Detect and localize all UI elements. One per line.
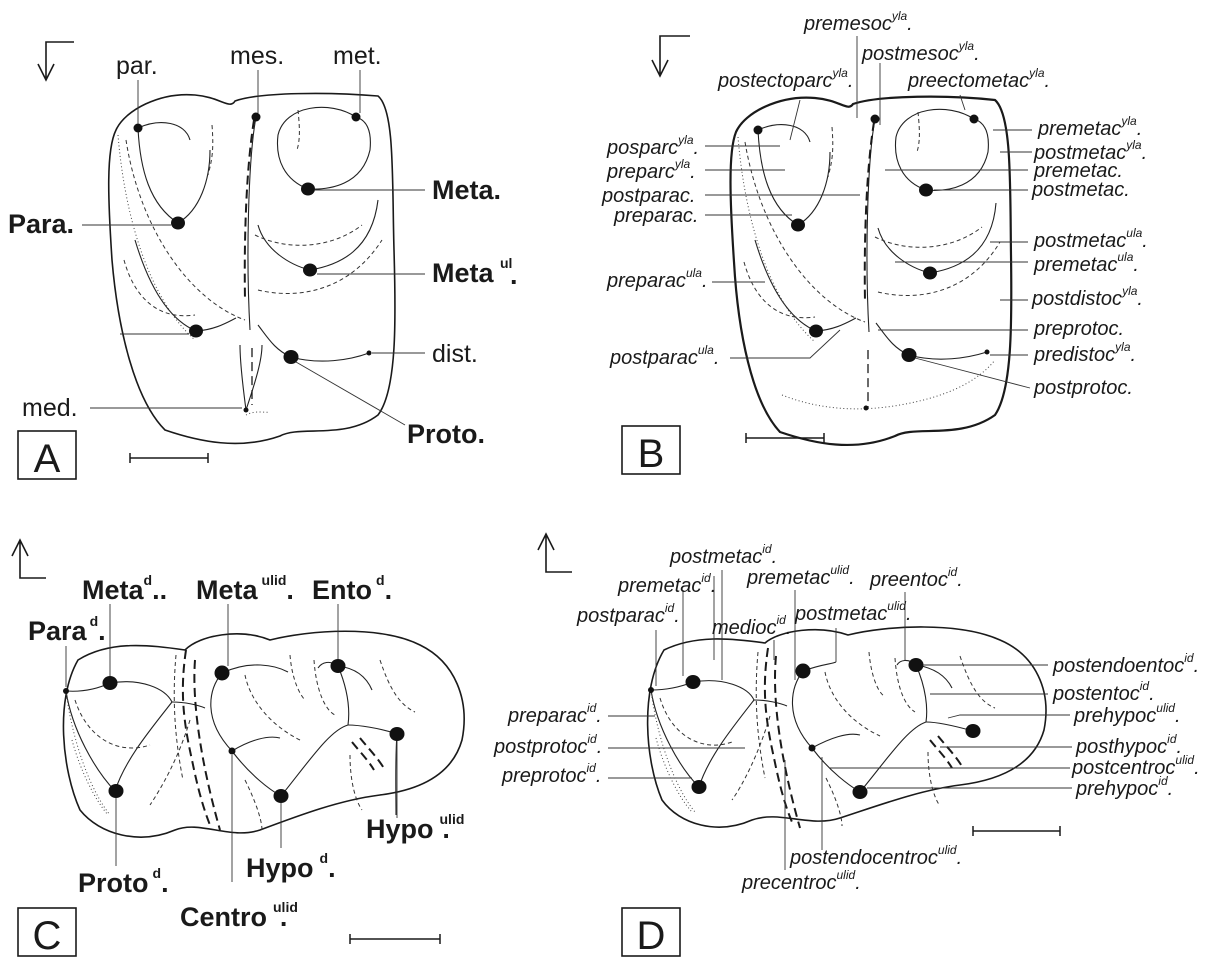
label-premesoc: premesocyla. (803, 9, 913, 35)
tooth-outline-c (62, 630, 465, 838)
panel-letter-d: D (637, 914, 666, 958)
label-postparac-id: postparacid. (576, 601, 680, 627)
label-preparc: preparcyla. (606, 157, 696, 183)
label-postmetac-yla: postmetacyla. (1033, 138, 1147, 164)
orientation-arrow-b (651, 35, 690, 78)
orientation-arrow-c (11, 538, 46, 579)
label-postmetac: postmetac. (1031, 179, 1130, 201)
label-premetac-ula: premetacula. (1033, 250, 1139, 276)
panel-letter-box-c (17, 907, 77, 957)
label-postmetac-ula: postmetacula. (1033, 226, 1148, 252)
cusp-mes (251, 112, 261, 122)
panel-a: par. mes. met. Meta. Para. Meta ul . dis… (8, 41, 518, 481)
label-preectometac: preectometacyla. (907, 66, 1050, 92)
label-postendocentroc-ulid: postendocentroculid. (789, 843, 962, 869)
label-mes: mes. (230, 42, 284, 70)
label-preprotoc-id: preprotocid. (501, 761, 601, 787)
cusp-proto (283, 350, 299, 364)
label-preparac: preparac. (613, 205, 699, 227)
panel-d: postmetacid. premetacid. premetaculid. p… (493, 532, 1200, 958)
label-posthypoc-id: posthypocid. (1075, 732, 1182, 758)
panel-letter-box-d (621, 907, 681, 957)
label-postentoc-id: postentocid. (1052, 679, 1155, 705)
panel-letter-c: C (33, 914, 62, 958)
label-prehypoc-id: prehypocid. (1075, 774, 1173, 800)
label-meta: Meta. (432, 175, 501, 205)
label-postprotoc-id: postprotocid. (493, 732, 602, 758)
cusp-med (243, 407, 249, 413)
cusp-meta (301, 182, 315, 196)
label-premetac-ulid: premetaculid. (746, 563, 855, 589)
label-preentoc-id: preentocid. (869, 565, 963, 591)
cusp-para (171, 216, 185, 230)
label-premetac-yla: premetacyla. (1037, 114, 1142, 140)
label-para: Para. (8, 209, 74, 239)
orientation-arrow-d (537, 532, 572, 573)
cusp-para-ul (189, 324, 203, 338)
label-postectoparc: postectoparcyla. (717, 66, 853, 92)
label-meta-d: Metad.. (82, 572, 167, 605)
panel-letter-box-b (621, 425, 681, 475)
label-posparc: posparcyla. (606, 133, 699, 159)
label-par: par. (116, 52, 158, 80)
label-preprotoc: preprotoc. (1033, 318, 1124, 340)
cusp-meta-ul (303, 263, 317, 277)
label-premetac-id: premetacid. (617, 571, 716, 597)
label-prehypoc-ulid: prehypoculid. (1073, 701, 1181, 727)
label-proto: Proto. (407, 419, 485, 449)
label-meta-ul: Meta (432, 258, 494, 288)
label-postparac: postparac. (601, 185, 695, 207)
orientation-arrow-a (37, 41, 74, 82)
cusp-met (351, 112, 361, 122)
label-met: met. (333, 42, 382, 70)
panel-letter-a: A (34, 437, 61, 481)
label-premetac: premetac. (1033, 160, 1123, 182)
label-predistoc: predistocyla. (1033, 340, 1136, 366)
label-postmesoc: postmesocyla. (861, 39, 980, 65)
cusp-par (133, 123, 143, 133)
label-meta-ul-sup: ul (500, 255, 512, 271)
label-postcentroc-ulid: postcentroculid. (1071, 753, 1200, 779)
label-postdistoc: postdistocyla. (1031, 284, 1143, 310)
label-postmetac-ulid: postmetaculid. (794, 599, 912, 625)
cusp-dist (366, 350, 372, 356)
tooth-outline-a (107, 92, 396, 445)
label-postendoentoc-id: postendoentocid. (1052, 651, 1199, 677)
tooth-outline-d (646, 626, 1047, 828)
panel-letter-box-a (17, 430, 77, 480)
label-medioc-id: mediocid. (712, 613, 791, 639)
label-meta-ul-dot: . (510, 260, 518, 290)
panel-letter-b: B (638, 432, 665, 476)
label-postmetac-id: postmetacid. (669, 542, 777, 568)
label-precentroc-ulid: precentroculid. (741, 868, 861, 894)
label-preparac-id: preparacid. (507, 701, 602, 727)
label-dist: dist. (432, 340, 478, 368)
panel-b: premesocyla. postmesocyla. postectoparcy… (601, 9, 1148, 476)
label-preparac-ula: preparacula. (606, 266, 708, 292)
label-postprotoc: postprotoc. (1033, 377, 1133, 399)
label-med: med. (22, 394, 78, 422)
label-postparac-ula: postparacula. (609, 343, 719, 369)
